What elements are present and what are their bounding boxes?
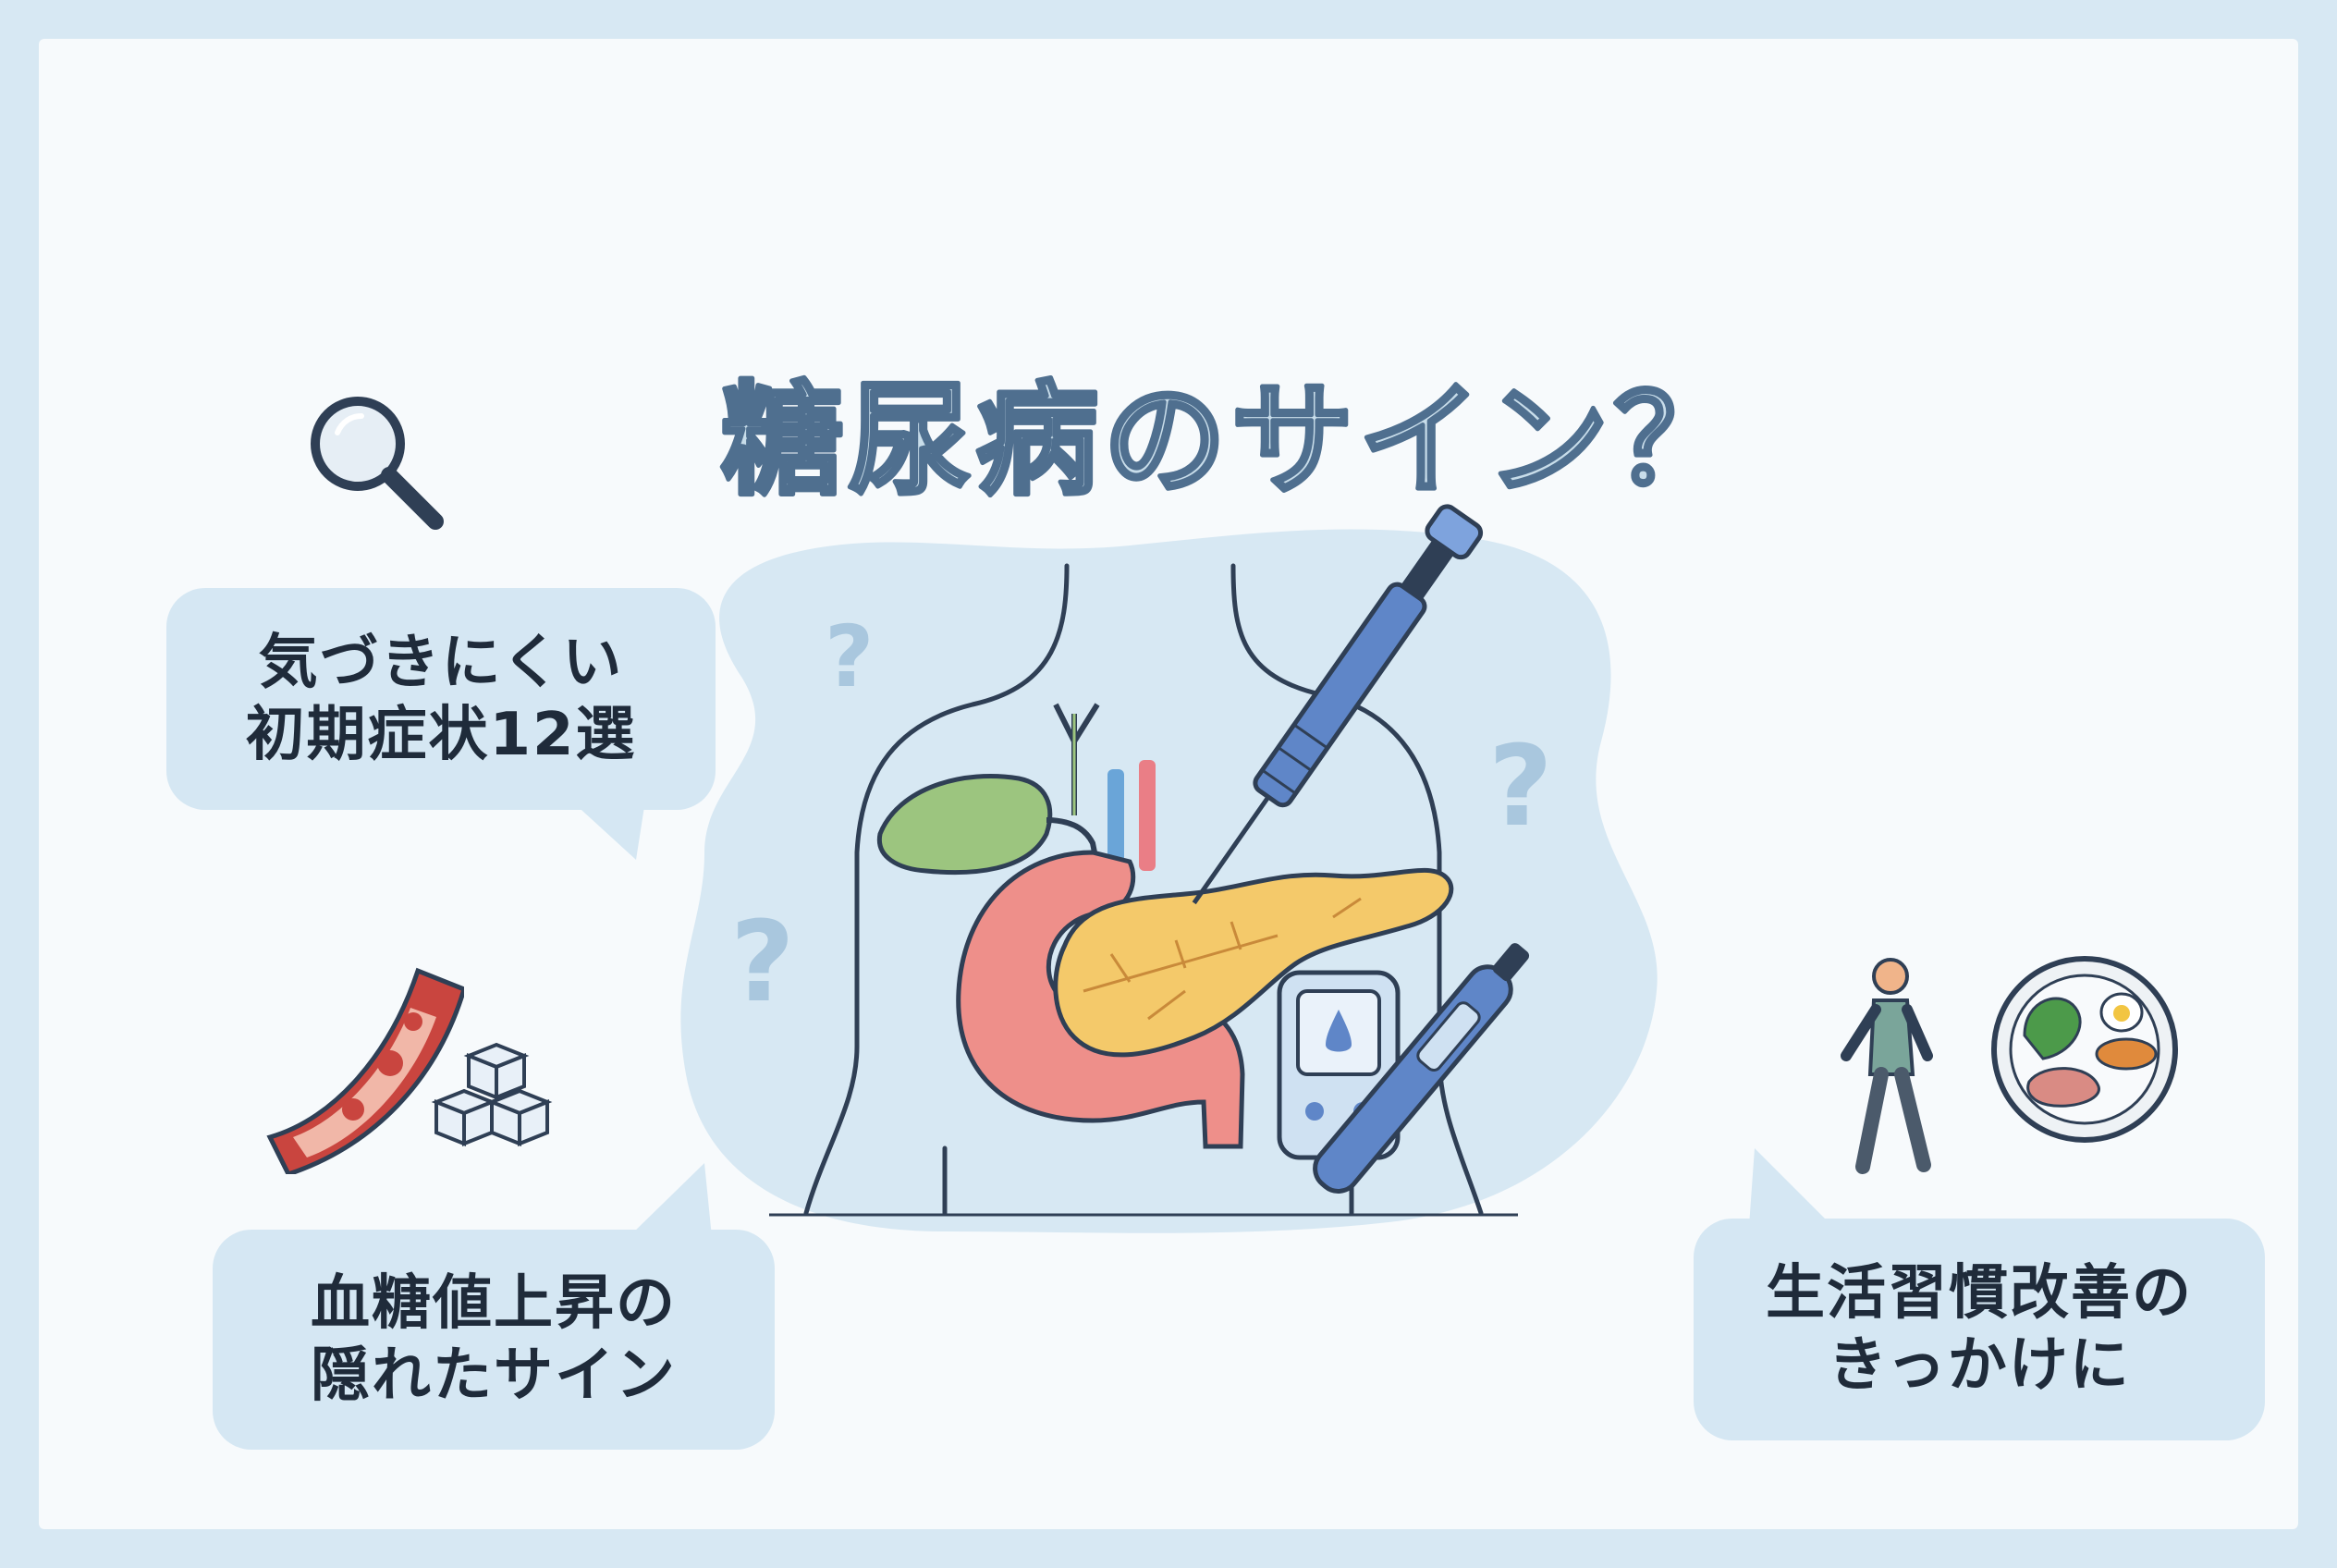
lifestyle-bubble: 生活習慣改善の きっかけに: [1694, 1148, 2265, 1440]
gallbladder: [876, 774, 1053, 876]
magnifier-icon: [311, 397, 444, 530]
early-symptoms-line2: 初期症状12選: [245, 701, 637, 769]
lifestyle-line1: 生活習慣改善の: [1766, 1258, 2193, 1328]
blood-vessel-blue: [1107, 769, 1124, 871]
svg-text:?: ?: [825, 607, 874, 706]
svg-text:?: ?: [1488, 723, 1553, 851]
blood-vessel-icon: [266, 967, 464, 1174]
pancreas-veins: [1083, 897, 1362, 1021]
page-title: 糖尿病のサイン？: [719, 368, 1742, 515]
svg-text:?: ?: [730, 899, 795, 1027]
walking-person-icon: [1841, 958, 1933, 1174]
torso-outline: [803, 563, 1070, 1216]
torso-outline-right: [1230, 563, 1484, 1216]
blood-sugar-line2: 隠れたサイン: [311, 1341, 677, 1410]
sugar-cubes-icon: [431, 1042, 553, 1146]
infographic-panel: ? ? ?: [39, 39, 2298, 1529]
early-symptoms-bubble: 気づきにくい 初期症状12選: [166, 588, 716, 860]
pancreas: [1053, 867, 1454, 1058]
blood-vessel-red: [1139, 760, 1156, 871]
title-text: 糖尿病のサイン？: [721, 370, 1742, 512]
blood-sugar-bubble: 血糖値上昇の 隠れたサイン: [213, 1163, 775, 1450]
healthy-plate-icon: [1991, 956, 2178, 1143]
question-mark-icon: ? ? ?: [730, 607, 1553, 1027]
lifestyle-line2: きっかけに: [1828, 1331, 2131, 1400]
insulin-pen-icon: [1313, 943, 1530, 1194]
insulin-syringe-icon: [1192, 504, 1484, 905]
early-symptoms-line1: 気づきにくい: [258, 628, 624, 697]
blood-sugar-line1: 血糖値上昇の: [311, 1268, 677, 1338]
body-illustration: ? ? ?: [680, 504, 1658, 1233]
stomach: [956, 850, 1245, 1149]
